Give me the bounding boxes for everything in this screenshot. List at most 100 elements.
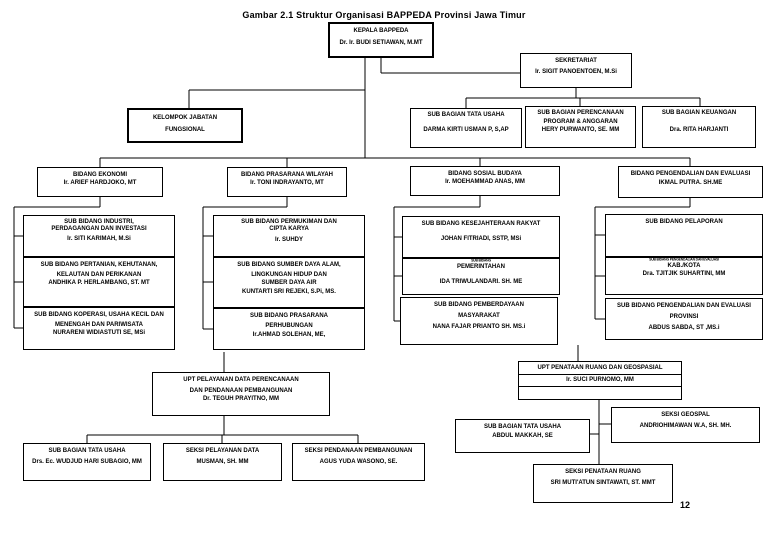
node-sub-bidang-kesejahteraan-rakyat: SUB BIDANG KESEJAHTERAAN RAKYAT JOHAN FI… xyxy=(402,216,560,258)
node-title: KELAUTAN DAN PERIKANAN xyxy=(56,272,142,279)
node-title: MENENGAH DAN PARIWISATA xyxy=(55,322,143,329)
node-seksi-pendanaan-pembangunan: SEKSI PENDANAAN PEMBANGUNAN AGUS YUDA WA… xyxy=(292,443,425,481)
node-sub-bidang-permukiman: SUB BIDANG PERMUKIMAN DAN CIPTA KARYA Ir… xyxy=(213,215,365,257)
node-micro-label: SUB BIDANG PENGENDALIAN DAN EVALUASI xyxy=(649,257,719,262)
node-title: DAN PENDANAAN PEMBANGUNAN xyxy=(189,388,293,395)
node-title: FUNGSIONAL xyxy=(165,127,205,134)
node-title: BIDANG EKONOMI xyxy=(73,172,127,178)
node-title: SUB BIDANG KOPERASI, USAHA KECIL DAN xyxy=(34,312,164,318)
node-title: CIPTA KARYA xyxy=(269,226,309,233)
node-sub-bidang-pemberdayaan-masyarakat: SUB BIDANG PEMBERDAYAAN MASYARAKAT NANA … xyxy=(400,297,558,345)
node-upt-pelayanan-data: UPT PELAYANAN DATA PERENCANAAN DAN PENDA… xyxy=(152,372,330,416)
node-title: SUB BIDANG INDUSTRI, xyxy=(64,219,134,225)
node-sub-bagian-tata-usaha-geospasial: SUB BAGIAN TATA USAHA ABDUL MAKKAH, SE xyxy=(455,419,590,453)
node-title: SEKRETARIAT xyxy=(555,58,597,64)
node-person: DARMA KIRTI USMAN P, S,AP xyxy=(423,127,509,134)
node-person: ABDUS SABDA, ST ,MS.i xyxy=(648,325,720,332)
node-sub-bagian-tata-usaha-upt: SUB BAGIAN TATA USAHA Drs. Ec. WUDJUD HA… xyxy=(23,443,151,481)
node-title: SUB BIDANG PEMBERDAYAAN xyxy=(434,302,524,308)
node-title: PROVINSI xyxy=(669,314,699,321)
node-person: ANDHIKA P. HERLAMBANG, ST. MT xyxy=(48,280,150,287)
node-title: KELOMPOK JABATAN xyxy=(152,115,218,121)
node-kelompok-jabatan-fungsional: KELOMPOK JABATAN FUNGSIONAL xyxy=(127,108,243,143)
node-person: NURARENI WIDIASTUTI SE, MSi xyxy=(52,330,145,337)
node-upt-penataan-ruang: UPT PENATAAN RUANG DAN GEOSPASIAL Ir. SU… xyxy=(518,361,682,400)
node-title: SEKSI GEOSPAL xyxy=(661,412,710,418)
node-title: PERHUBUNGAN xyxy=(265,323,313,330)
node-person: Dra. RITA HARJANTI xyxy=(669,127,729,134)
node-person: ANDRIOHIMAWAN W.A, SH. MH. xyxy=(639,423,732,430)
node-title: BIDANG PRASARANA WILAYAH xyxy=(240,172,333,178)
node-person: NANA FAJAR PRIANTO SH. MS.i xyxy=(432,324,526,331)
node-title: SUB BAGIAN TATA USAHA xyxy=(48,448,126,454)
node-title: UPT PENATAAN RUANG DAN GEOSPASIAL xyxy=(519,362,681,376)
node-person: Ir. SUHDY xyxy=(274,237,303,244)
node-person: SRI MUTI'ATUN SINTAWATI, ST. MMT xyxy=(550,480,656,487)
node-title: SUB BAGIAN KEUANGAN xyxy=(661,110,737,116)
node-title: PERDAGANGAN DAN INVESTASI xyxy=(51,226,147,233)
page-title: Gambar 2.1 Struktur Organisasi BAPPEDA P… xyxy=(242,10,526,20)
node-title: SEKSI PELAYANAN DATA xyxy=(185,448,260,454)
node-person: AGUS YUDA WASONO, SE. xyxy=(319,459,398,466)
node-sub-bidang-pengendalian-provinsi: SUB BIDANG PENGENDALIAN DAN EVALUASI PRO… xyxy=(605,298,763,340)
node-title: SUB BIDANG PELAPORAN xyxy=(645,219,723,225)
node-sub-bidang-industri: SUB BIDANG INDUSTRI, PERDAGANGAN DAN INV… xyxy=(23,215,175,257)
node-title: SUB BIDANG PERMUKIMAN DAN xyxy=(241,219,337,225)
node-sub-bidang-pertanian: SUB BIDANG PERTANIAN, KEHUTANAN, KELAUTA… xyxy=(23,257,175,307)
node-seksi-penataan-ruang: SEKSI PENATAAN RUANG SRI MUTI'ATUN SINTA… xyxy=(533,464,673,503)
node-seksi-pelayanan-data: SEKSI PELAYANAN DATA MUSMAN, SH. MM xyxy=(163,443,282,481)
node-person: JOHAN FITRIADI, SSTP, MSi xyxy=(440,236,522,243)
node-person: MUSMAN, SH. MM xyxy=(196,459,249,466)
node-person: Ir. TONI INDRAYANTO, MT xyxy=(250,180,324,187)
node-person: Dr. Ir. BUDI SETIAWAN, M.MT xyxy=(339,40,423,47)
node-title: SUB BAGIAN TATA USAHA xyxy=(483,424,562,430)
node-title: PROGRAM & ANGGARAN xyxy=(543,119,618,126)
node-title: KAB./KOTA xyxy=(667,263,701,269)
node-title: LINGKUNGAN HIDUP DAN xyxy=(251,272,327,279)
node-bidang-pengendalian-evaluasi: BIDANG PENGENDALIAN DAN EVALUASI IKMAL P… xyxy=(618,166,763,198)
node-sub-bagian-perencanaan: SUB BAGIAN PERENCANAAN PROGRAM & ANGGARA… xyxy=(525,106,636,148)
node-person: KUNTARTI SRI REJEKI, S.Pi, MS. xyxy=(242,288,336,295)
node-title: SUB BIDANG PENGENDALIAN DAN EVALUASI xyxy=(617,303,751,309)
node-person: Dr. TEGUH PRAYITNO, MM xyxy=(202,396,280,403)
node-sub-bidang-pelaporan: SUB BIDANG PELAPORAN xyxy=(605,214,763,257)
node-sub-bidang-koperasi: SUB BIDANG KOPERASI, USAHA KECIL DAN MEN… xyxy=(23,307,175,350)
node-title: MASYARAKAT xyxy=(458,313,500,320)
node-person: Ir. SUCI PURNOMO, MM xyxy=(519,375,681,388)
node-person: HERY PURWANTO, SE. MM xyxy=(541,127,620,134)
node-bidang-ekonomi: BIDANG EKONOMI Ir. ARIEF HARDJOKO, MT xyxy=(37,167,163,197)
node-title: SUB BAGIAN PERENCANAAN xyxy=(537,110,624,116)
node-title: SUMBER DAYA AIR xyxy=(261,280,317,287)
node-person: Ir. SIGIT PANOENTOEN, M.Si xyxy=(535,69,617,76)
node-kepala-bappeda: KEPALA BAPPEDA Dr. Ir. BUDI SETIAWAN, M.… xyxy=(328,22,434,58)
node-person: Ir.AHMAD SOLEHAN, ME, xyxy=(252,332,326,339)
node-bidang-sosial-budaya: BIDANG SOSIAL BUDAYA Ir. MOEHAMMAD ANAS,… xyxy=(410,166,560,196)
node-title: SUB BIDANG SUMBER DAYA ALAM, xyxy=(237,262,341,268)
node-micro-label: SUB BIDANG xyxy=(471,258,491,263)
node-sub-bagian-keuangan: SUB BAGIAN KEUANGAN Dra. RITA HARJANTI xyxy=(642,106,756,148)
node-seksi-geospal: SEKSI GEOSPAL ANDRIOHIMAWAN W.A, SH. MH. xyxy=(611,407,760,443)
node-person: Ir. ARIEF HARDJOKO, MT xyxy=(63,180,137,187)
node-sub-bidang-pengendalian-kab-kota: SUB BIDANG PENGENDALIAN DAN EVALUASI KAB… xyxy=(605,257,763,295)
node-sub-bidang-sumber-daya-alam: SUB BIDANG SUMBER DAYA ALAM, LINGKUNGAN … xyxy=(213,257,365,308)
node-person: IDA TRIWULANDARI. SH. ME xyxy=(439,279,523,286)
node-sub-bidang-pemerintahan: SUB BIDANG PEMERINTAHAN IDA TRIWULANDARI… xyxy=(402,258,560,295)
node-person: Ir. MOEHAMMAD ANAS, MM xyxy=(445,179,525,186)
node-title: SEKSI PENATAAN RUANG xyxy=(565,469,641,475)
node-person: Ir. SITI KARIMAH, M.Si xyxy=(67,236,131,243)
node-sub-bagian-tata-usaha: SUB BAGIAN TATA USAHA DARMA KIRTI USMAN … xyxy=(410,108,522,148)
node-sub-bidang-prasarana-perhubungan: SUB BIDANG PRASARANA PERHUBUNGAN Ir.AHMA… xyxy=(213,308,365,350)
node-title: BIDANG PENGENDALIAN DAN EVALUASI xyxy=(630,171,751,177)
node-person: Dra. TJITJIK SUHARTINI, MM xyxy=(642,271,726,278)
node-title: BIDANG SOSIAL BUDAYA xyxy=(448,171,522,177)
node-sekretariat: SEKRETARIAT Ir. SIGIT PANOENTOEN, M.Si xyxy=(520,53,632,88)
node-title: UPT PELAYANAN DATA PERENCANAAN xyxy=(183,377,299,383)
node-title: SEKSI PENDANAAN PEMBANGUNAN xyxy=(304,448,413,454)
page-number: 12 xyxy=(680,500,691,510)
node-title: PEMERINTAHAN xyxy=(457,264,505,270)
node-person: IKMAL PUTRA. SH.ME xyxy=(658,180,723,187)
node-title: SUB BIDANG KESEJAHTERAAN RAKYAT xyxy=(421,221,541,227)
node-bidang-prasarana-wilayah: BIDANG PRASARANA WILAYAH Ir. TONI INDRAY… xyxy=(227,167,347,197)
